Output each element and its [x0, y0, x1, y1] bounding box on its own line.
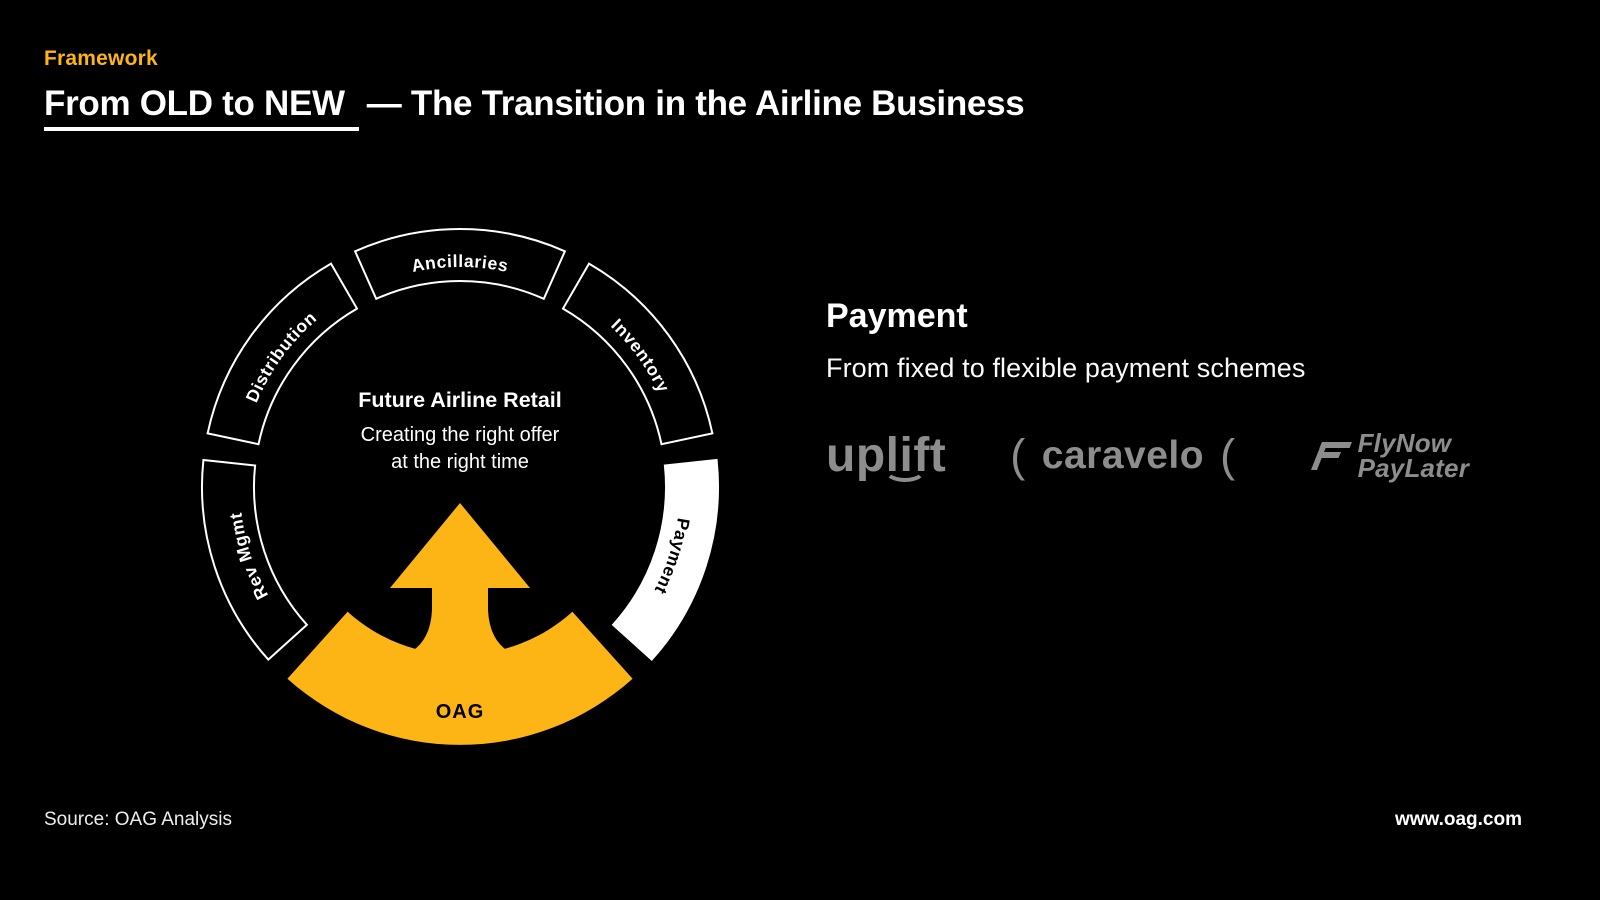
website-label: www.oag.com [1394, 809, 1522, 830]
flynow-line1: FlyNow [1357, 427, 1452, 458]
detail-title: Payment [826, 297, 968, 335]
segment-distribution [206, 262, 359, 446]
flynow-wordmark: FlyNow PayLater [1357, 427, 1470, 483]
arrow-fillet-left [390, 610, 432, 677]
diagram-center-line1: Creating the right offer [361, 424, 560, 446]
transition-wheel-diagram: Ancillaries Inventory Payment Rev Mgmt D… [200, 228, 720, 745]
diagram-center-line2: at the right time [391, 451, 529, 473]
source-note: Source: OAG Analysis [44, 809, 232, 830]
arrow-shape [390, 503, 530, 677]
caravelo-paren-right-icon: ( [1220, 429, 1236, 481]
title-rest-part: — The Transition in the Airline Business [366, 84, 1025, 123]
up-arrow-icon [390, 503, 530, 677]
arrow-fillet-right [488, 610, 530, 677]
flynow-flag-icon [1310, 441, 1352, 470]
title-underlined-part: From OLD to NEW [44, 84, 359, 131]
payment-detail-panel: Payment From fixed to flexible payment s… [826, 297, 1506, 483]
oag-arc [287, 611, 633, 745]
flynow-paylater-logo: FlyNow PayLater [1308, 427, 1470, 483]
diagram-center-title: Future Airline Retail [358, 388, 561, 412]
caravelo-wordmark: caravelo [1041, 433, 1205, 477]
uplift-smile-icon [884, 458, 926, 482]
partner-logos-row: uplift ( caravelo ( FlyNow PayLater [826, 428, 1506, 483]
segment-inventory [561, 262, 714, 446]
caravelo-logo: ( caravelo ( [1010, 430, 1235, 482]
page-title: From OLD to NEW— The Transition in the A… [44, 84, 1025, 131]
oag-arc-label: OAG [436, 701, 485, 723]
caravelo-paren-left-icon: ( [1010, 429, 1026, 481]
detail-subtitle: From fixed to flexible payment schemes [826, 353, 1306, 383]
segment-ancillaries [353, 228, 567, 301]
segment-payment [611, 458, 720, 662]
segment-rev-mgmt [200, 458, 309, 662]
flynow-line2: PayLater [1357, 452, 1470, 483]
uplift-logo: uplift [826, 428, 946, 483]
eyebrow-label: Framework [44, 47, 158, 70]
